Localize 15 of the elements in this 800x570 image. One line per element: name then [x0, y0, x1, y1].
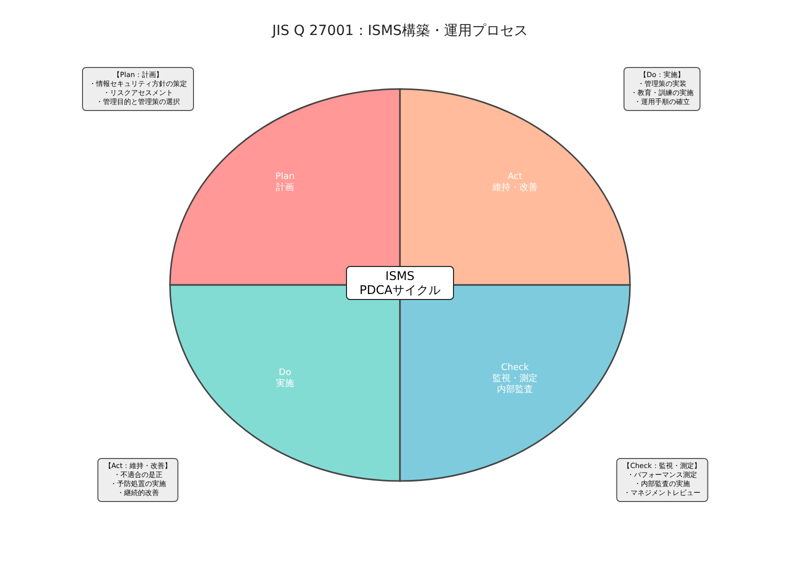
phase-name: Plan [275, 172, 295, 182]
phase-label: 内部監査 [497, 384, 533, 396]
phase-name: Do [278, 368, 292, 378]
note-box [82, 67, 194, 111]
phase-label: 計画 [276, 183, 294, 194]
phase-label: 維持・改善 [492, 183, 538, 194]
note-box [624, 67, 700, 111]
phase-name: Act [508, 172, 522, 182]
phase-label: 実施 [276, 379, 294, 390]
diagram-title: JIS Q 27001：ISMS構築・運用プロセス [270, 22, 529, 40]
center-label-box: ISMS PDCAサイクル [346, 266, 454, 300]
note-box [97, 458, 179, 502]
note-box [616, 458, 708, 502]
phase-name: Check [501, 362, 529, 374]
phase-label: 監視・測定 [492, 374, 538, 384]
